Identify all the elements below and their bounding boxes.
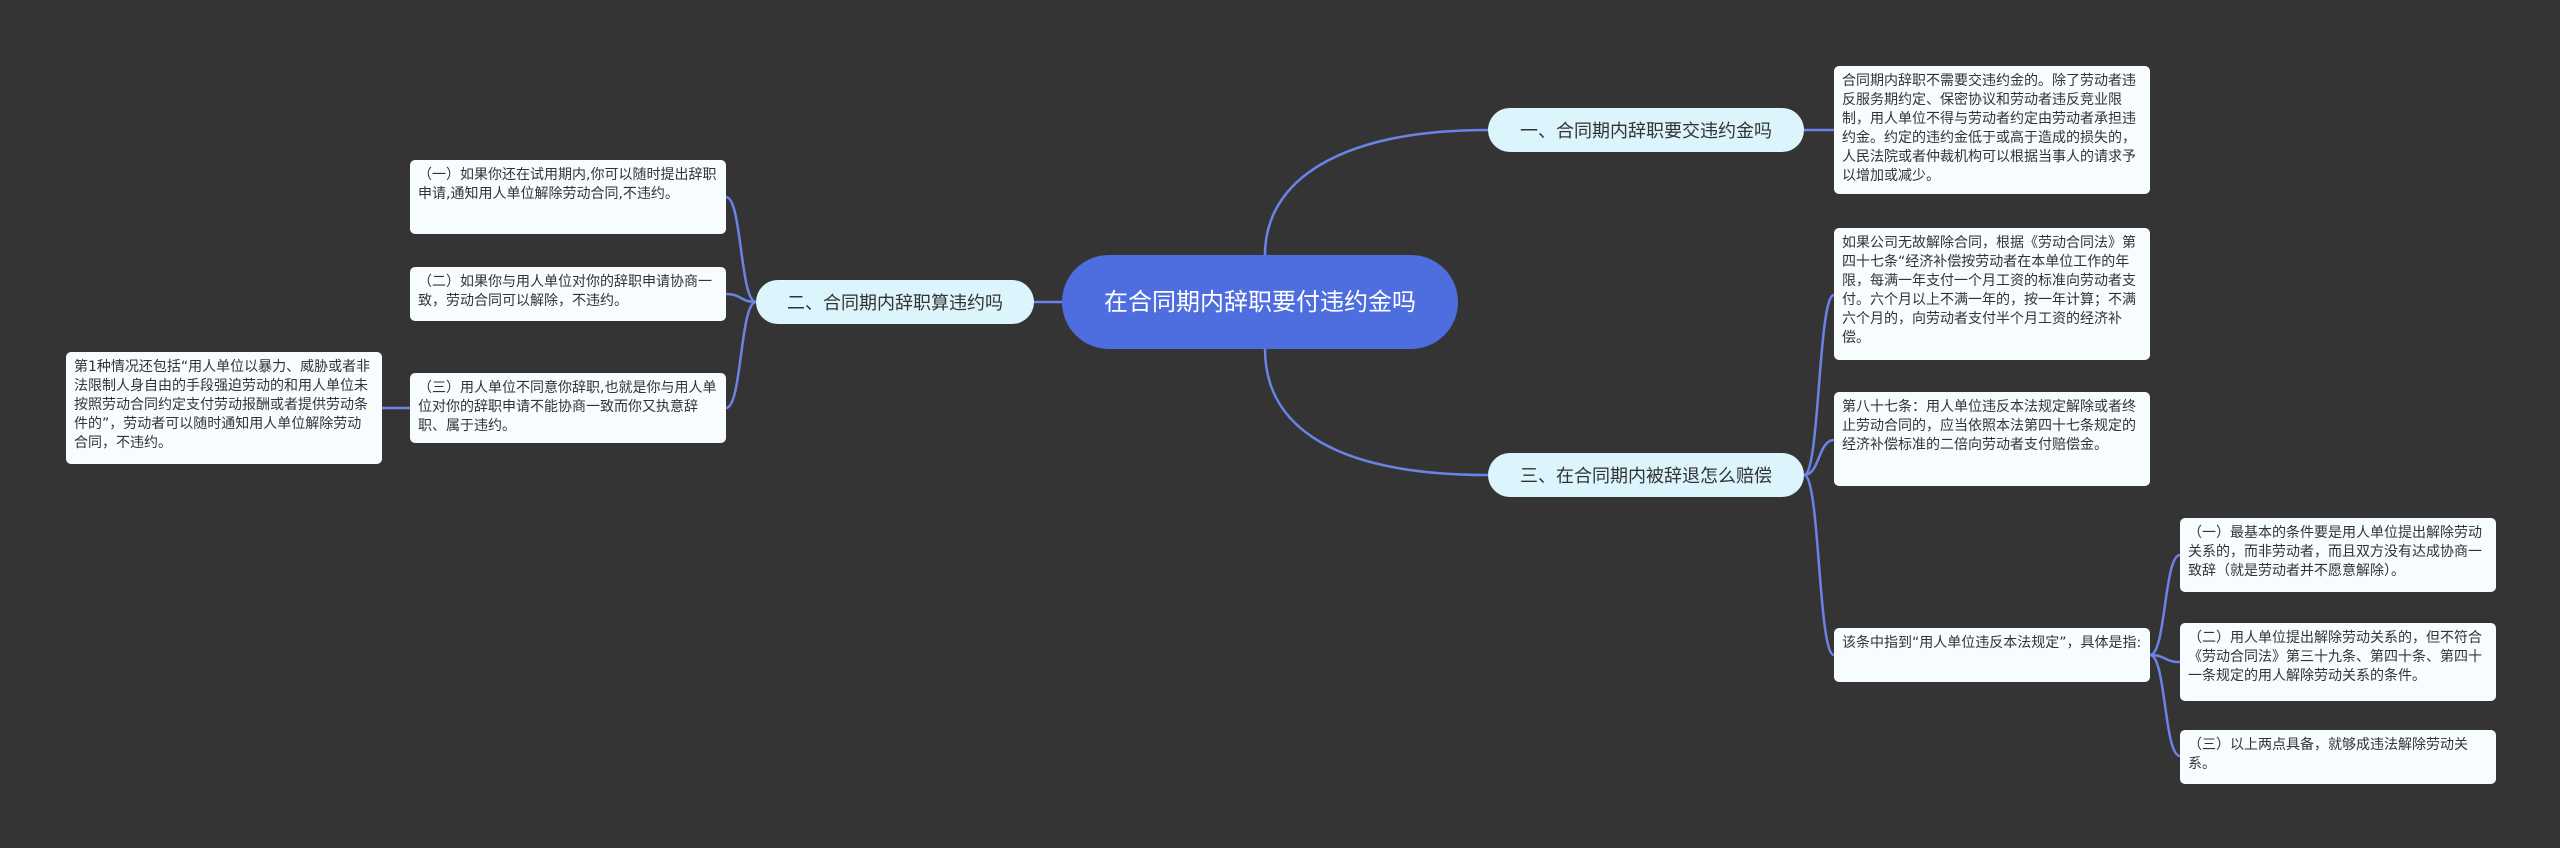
- link-branch2-leaf3: [725, 300, 757, 410]
- branch-2-leaf-2-text: （二）如果你与用人单位对你的辞职申请协商一致，劳动合同可以解除，不违约。: [418, 274, 712, 309]
- branch-2-leaf-3-child[interactable]: 第1种情况还包括“用人单位以暴力、威胁或者非法限制人身自由的手段强迫劳动的和用人…: [66, 352, 382, 464]
- branch-1-leaf-1[interactable]: 合同期内辞职不需要交违约金的。除了劳动者违反服务期约定、保密协议和劳动者违反竞业…: [1834, 66, 2150, 194]
- branch-2-leaf-1[interactable]: （一）如果你还在试用期内,你可以随时提出辞职申请,通知用人单位解除劳动合同,不违…: [410, 160, 726, 234]
- link-branch2-leaf1: [725, 195, 757, 304]
- branch-3-leaf-3-sub-1-text: （一）最基本的条件要是用人单位提出解除劳动关系的，而非劳动者，而且双方没有达成协…: [2188, 525, 2482, 579]
- branch-3[interactable]: 三、在合同期内被辞退怎么赔偿: [1488, 453, 1804, 497]
- link-root-branch1: [1263, 128, 1489, 256]
- branch-3-leaf-1[interactable]: 如果公司无故解除合同，根据《劳动合同法》第四十七条“经济补偿按劳动者在本单位工作…: [1834, 228, 2150, 360]
- branch-2-leaf-3-text: （三）用人单位不同意你辞职,也就是你与用人单位对你的辞职申请不能协商一致而你又执…: [418, 380, 717, 434]
- root-topic[interactable]: 在合同期内辞职要付违约金吗: [1062, 255, 1458, 349]
- link-branch2-leaf2: [725, 292, 757, 304]
- link-b3leaf3-sub3: [2149, 653, 2181, 758]
- link-branch3-leaf2: [1803, 438, 1835, 477]
- branch-3-leaf-3-sub-3-text: （三）以上两点具备，就够成违法解除劳动关系。: [2188, 737, 2468, 772]
- branch-2-label: 二、合同期内辞职算违约吗: [787, 293, 1003, 314]
- root-topic-label: 在合同期内辞职要付违约金吗: [1104, 288, 1416, 316]
- link-branch3-leaf1: [1802, 293, 1836, 477]
- branch-1[interactable]: 一、合同期内辞职要交违约金吗: [1488, 108, 1804, 152]
- branch-3-leaf-2[interactable]: 第八十七条：用人单位违反本法规定解除或者终止劳动合同的，应当依照本法第四十七条规…: [1834, 392, 2150, 486]
- branch-2-leaf-3-child-text: 第1种情况还包括“用人单位以暴力、威胁或者非法限制人身自由的手段强迫劳动的和用人…: [74, 359, 371, 451]
- branch-3-label: 三、在合同期内被辞退怎么赔偿: [1520, 466, 1772, 487]
- branch-3-leaf-3-sub-2[interactable]: （二）用人单位提出解除劳动关系的，但不符合《劳动合同法》第三十九条、第四十条、第…: [2180, 623, 2496, 701]
- branch-3-leaf-1-text: 如果公司无故解除合同，根据《劳动合同法》第四十七条“经济补偿按劳动者在本单位工作…: [1842, 235, 2136, 346]
- branch-2-leaf-3[interactable]: （三）用人单位不同意你辞职,也就是你与用人单位对你的辞职申请不能协商一致而你又执…: [410, 373, 726, 443]
- branch-3-leaf-3-text: 该条中指到“用人单位违反本法规定”，具体是指:: [1842, 635, 2142, 651]
- branch-3-leaf-2-text: 第八十七条：用人单位违反本法规定解除或者终止劳动合同的，应当依照本法第四十七条规…: [1842, 399, 2136, 453]
- branch-3-leaf-3[interactable]: 该条中指到“用人单位违反本法规定”，具体是指:: [1834, 628, 2150, 682]
- branch-2-leaf-2[interactable]: （二）如果你与用人单位对你的辞职申请协商一致，劳动合同可以解除，不违约。: [410, 267, 726, 321]
- branch-1-leaf-1-text: 合同期内辞职不需要交违约金的。除了劳动者违反服务期约定、保密协议和劳动者违反竞业…: [1842, 73, 2136, 184]
- branch-2[interactable]: 二、合同期内辞职算违约吗: [756, 280, 1034, 324]
- branch-3-leaf-3-sub-2-text: （二）用人单位提出解除劳动关系的，但不符合《劳动合同法》第三十九条、第四十条、第…: [2188, 630, 2482, 684]
- link-root-branch3: [1263, 348, 1489, 477]
- branch-3-leaf-3-sub-3[interactable]: （三）以上两点具备，就够成违法解除劳动关系。: [2180, 730, 2496, 784]
- link-branch3-leaf3: [1802, 473, 1836, 657]
- branch-1-label: 一、合同期内辞职要交违约金吗: [1520, 121, 1772, 142]
- link-b3leaf3-sub1: [2149, 553, 2181, 657]
- branch-2-leaf-1-text: （一）如果你还在试用期内,你可以随时提出辞职申请,通知用人单位解除劳动合同,不违…: [418, 167, 717, 202]
- branch-3-leaf-3-sub-1[interactable]: （一）最基本的条件要是用人单位提出解除劳动关系的，而非劳动者，而且双方没有达成协…: [2180, 518, 2496, 592]
